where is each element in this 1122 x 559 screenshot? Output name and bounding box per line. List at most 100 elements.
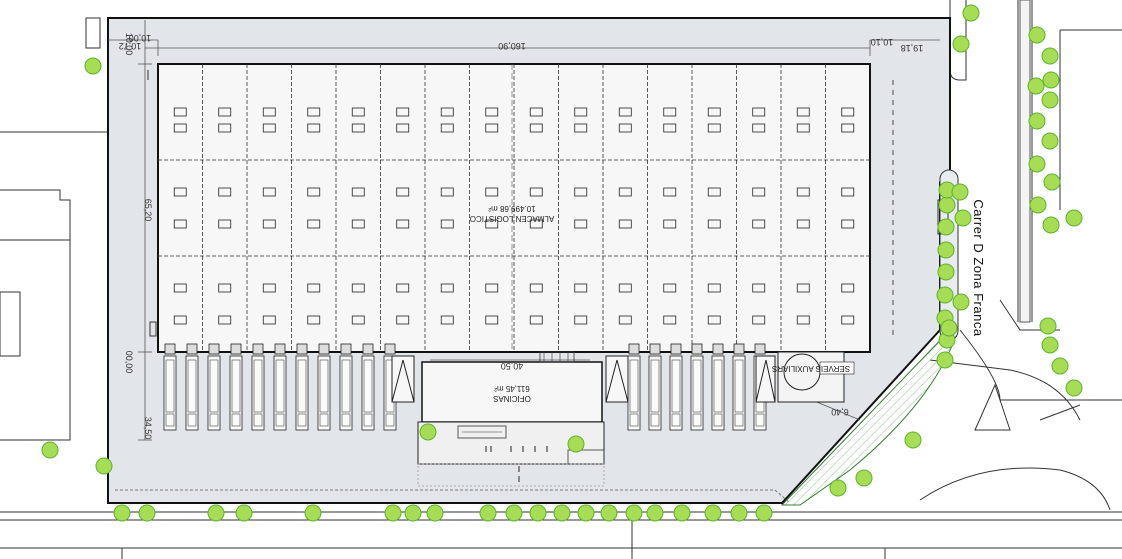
column-markers (173, 107, 855, 325)
column-marker (574, 315, 588, 325)
dock-door (649, 343, 661, 355)
dim-zero-left-top: 10,00 (124, 33, 134, 56)
column-marker (262, 123, 276, 133)
truck-cab (187, 413, 197, 427)
warehouse (157, 63, 871, 353)
dimension-texts: 160,90 10,72 10,00 10,10 19,18 65,20 34,… (119, 33, 924, 440)
column-marker (351, 187, 365, 197)
tree (41, 441, 59, 459)
loading-dock (185, 343, 199, 431)
truck-cab (363, 413, 373, 427)
dotted-mark (892, 190, 894, 195)
column-marker (218, 219, 232, 229)
column-marker (396, 219, 410, 229)
truck-cab (692, 413, 702, 427)
column-marker (262, 187, 276, 197)
column-marker (485, 315, 499, 325)
offices-label: OFICINAS 611,45 m² (493, 384, 531, 403)
tree (1027, 77, 1045, 95)
column-marker (574, 107, 588, 117)
trailer (713, 359, 723, 413)
loading-dock (251, 343, 265, 431)
tree (1039, 317, 1057, 335)
tree (755, 504, 773, 522)
loading-dock (690, 343, 704, 431)
dim-office-width: 40,50 (501, 361, 524, 371)
column-marker (440, 107, 454, 117)
trailer (253, 359, 263, 413)
column-marker (262, 283, 276, 293)
column-marker (663, 123, 677, 133)
loading-docks (163, 343, 767, 431)
street-name: Carrer D Zona Franca (971, 199, 986, 336)
dotted-mark (892, 230, 894, 235)
tree (673, 504, 691, 522)
trailer (165, 359, 175, 413)
column-marker (529, 283, 543, 293)
column-marker (618, 219, 632, 229)
trailer (363, 359, 373, 413)
truck-cab (755, 413, 765, 427)
truck-bay (295, 355, 309, 431)
loading-dock (361, 343, 375, 431)
column-marker (707, 315, 721, 325)
column-marker (796, 123, 810, 133)
column-marker (796, 187, 810, 197)
column-marker (173, 283, 187, 293)
loading-dock (339, 343, 353, 431)
dotted-mark (892, 270, 894, 275)
dotted-mark (892, 210, 894, 215)
dotted-mark (892, 240, 894, 245)
trailer (275, 359, 285, 413)
column-marker (707, 219, 721, 229)
column-marker (485, 123, 499, 133)
column-marker (574, 283, 588, 293)
truck-cab (165, 413, 175, 427)
dotted-mark (892, 260, 894, 265)
trailer (231, 359, 241, 413)
tree (404, 504, 422, 522)
dock-door (164, 343, 176, 355)
trailer (319, 359, 329, 413)
column-marker (218, 187, 232, 197)
truck-cab (385, 413, 395, 427)
truck-cab (209, 413, 219, 427)
column-marker (796, 219, 810, 229)
truck-bay (251, 355, 265, 431)
column-marker (752, 219, 766, 229)
column-marker (841, 123, 855, 133)
truck-cab (253, 413, 263, 427)
dotted-mark (892, 160, 894, 165)
column-marker (796, 107, 810, 117)
trailer (341, 359, 351, 413)
dim-right-top-outer: 19,18 (901, 43, 924, 53)
truck-bay (648, 355, 662, 431)
tree (207, 504, 225, 522)
column-marker (307, 315, 321, 325)
tree (1029, 196, 1047, 214)
column-marker (574, 187, 588, 197)
tree (505, 504, 523, 522)
column-marker (485, 187, 499, 197)
dotted-mark (892, 180, 894, 185)
column-marker (752, 123, 766, 133)
column-marker (574, 123, 588, 133)
column-marker (396, 187, 410, 197)
truck-bay (317, 355, 331, 431)
dock-door (230, 343, 242, 355)
column-marker (173, 219, 187, 229)
tree (553, 504, 571, 522)
column-marker (529, 219, 543, 229)
column-marker (841, 283, 855, 293)
column-marker (663, 283, 677, 293)
column-marker (262, 107, 276, 117)
tree (904, 431, 922, 449)
column-marker (396, 107, 410, 117)
truck-cab (297, 413, 307, 427)
dotted-mark (892, 300, 894, 305)
dock-door (296, 343, 308, 355)
truck-bay (361, 355, 375, 431)
column-marker (440, 283, 454, 293)
tree (829, 479, 847, 497)
